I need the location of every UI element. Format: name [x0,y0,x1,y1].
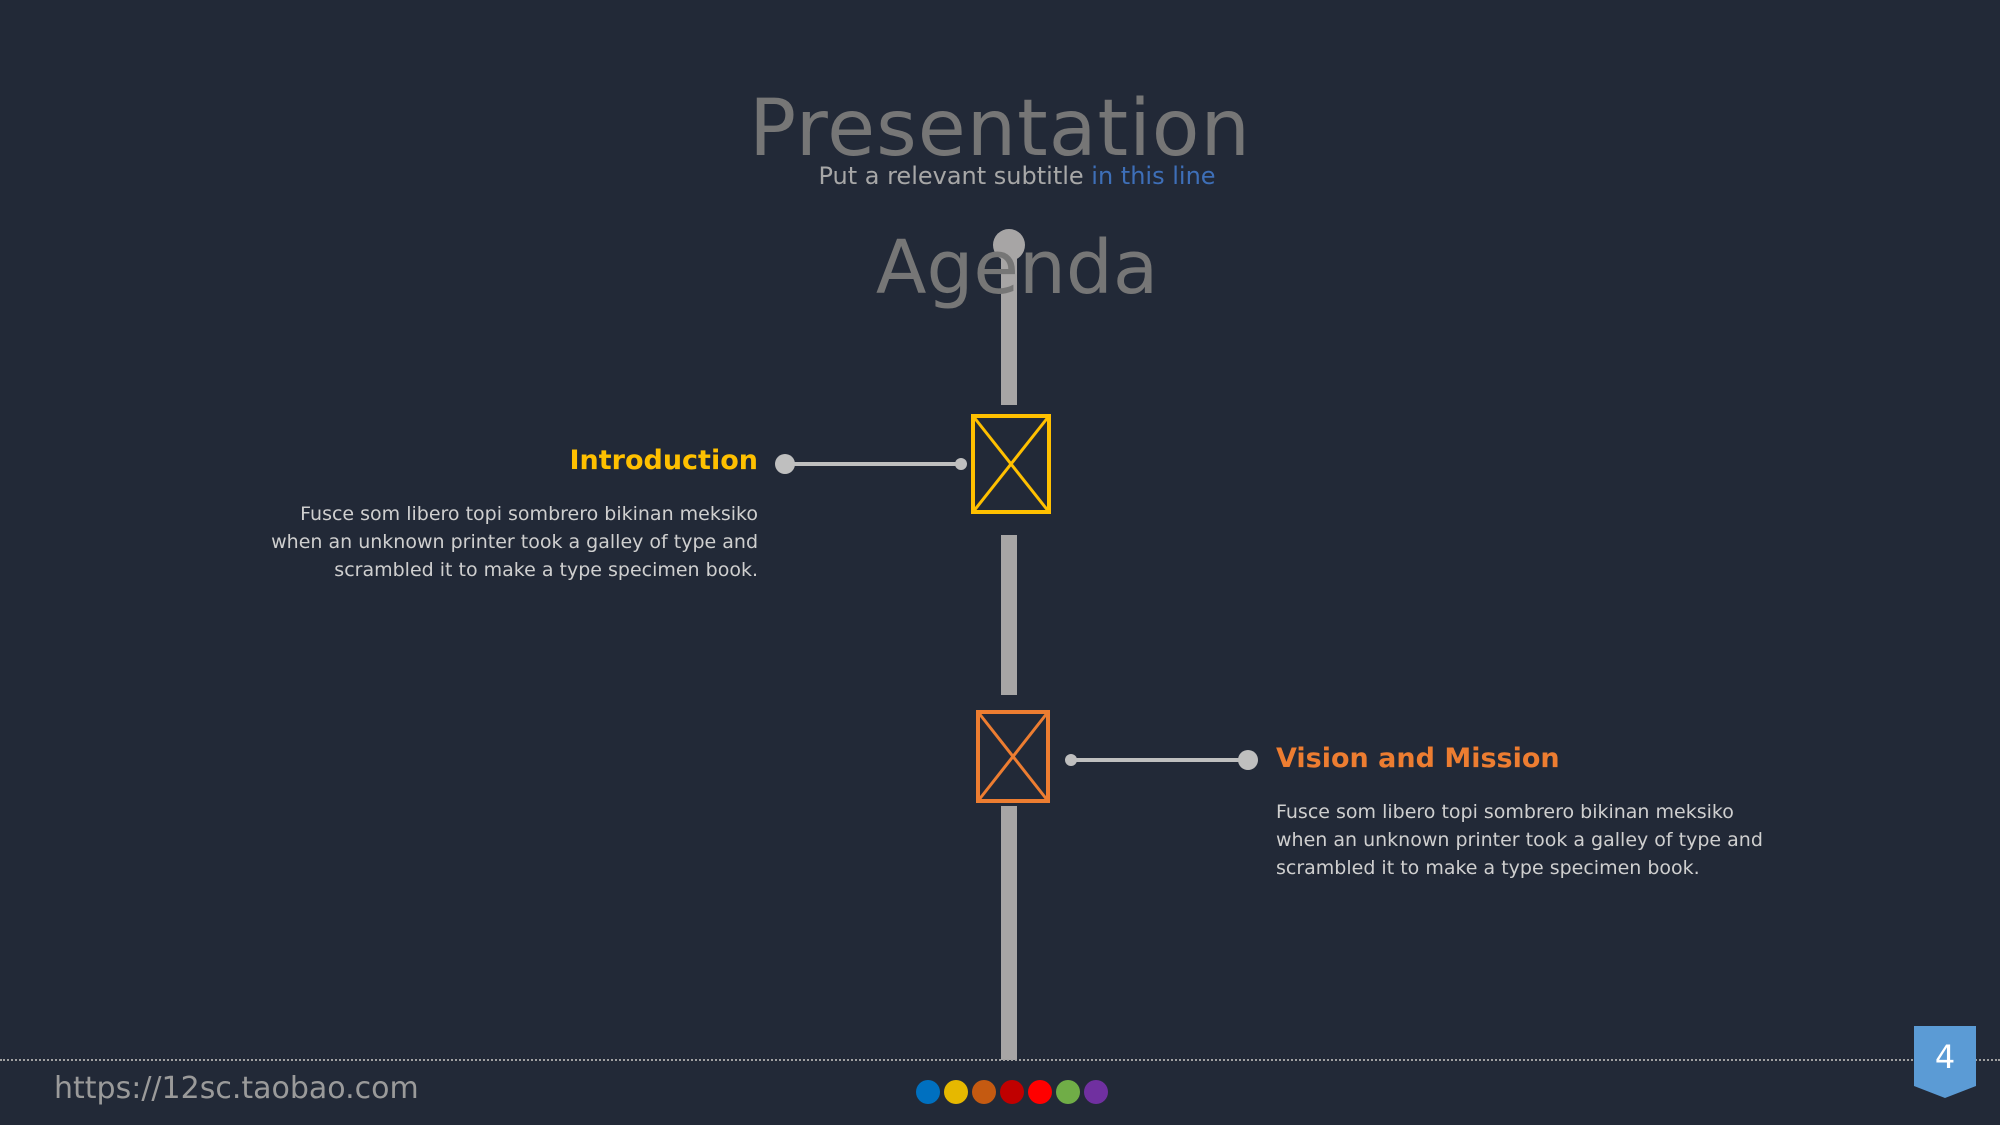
color-palette-dots [916,1080,1108,1104]
palette-dot [972,1080,996,1104]
image-placeholder-icon [976,710,1050,803]
palette-dot [1028,1080,1052,1104]
palette-dot [1056,1080,1080,1104]
presentation-title: Presentation [749,84,1251,174]
presentation-subtitle: Put a relevant subtitle in this line [0,162,2000,190]
introduction-connector-start-dot [955,458,967,470]
page-number: 4 [1934,1038,1956,1076]
vision-connector-line [1071,758,1247,762]
timeline-spine-bottom [1001,806,1017,1060]
palette-dot [944,1080,968,1104]
introduction-title: Introduction [569,445,758,476]
vision-connector-end-dot [1238,750,1258,770]
subtitle-text: Put a relevant subtitle [818,162,1092,190]
timeline-spine-middle [1001,535,1017,695]
timeline-spine-top [1001,245,1017,405]
vision-image-placeholder[interactable] [976,710,1050,803]
subtitle-accent-text: in this line [1091,162,1216,190]
palette-dot [1000,1080,1024,1104]
footer-url: https://12sc.taobao.com [54,1071,419,1106]
badge-shape-icon [1914,1026,1976,1098]
footer-divider [0,1059,2000,1061]
vision-title: Vision and Mission [1276,743,1560,774]
palette-dot [916,1080,940,1104]
vision-description: Fusce som libero topi sombrero bikinan m… [1276,801,1763,879]
palette-dot [1084,1080,1108,1104]
agenda-heading: Agenda [875,225,1159,311]
page-number-badge: 4 [1914,1026,1976,1098]
timeline-start-dot [993,229,1025,261]
image-placeholder-icon [971,414,1051,514]
introduction-image-placeholder[interactable] [971,414,1051,514]
introduction-connector-line [785,462,961,466]
introduction-description: Fusce som libero topi sombrero bikinan m… [271,503,758,581]
